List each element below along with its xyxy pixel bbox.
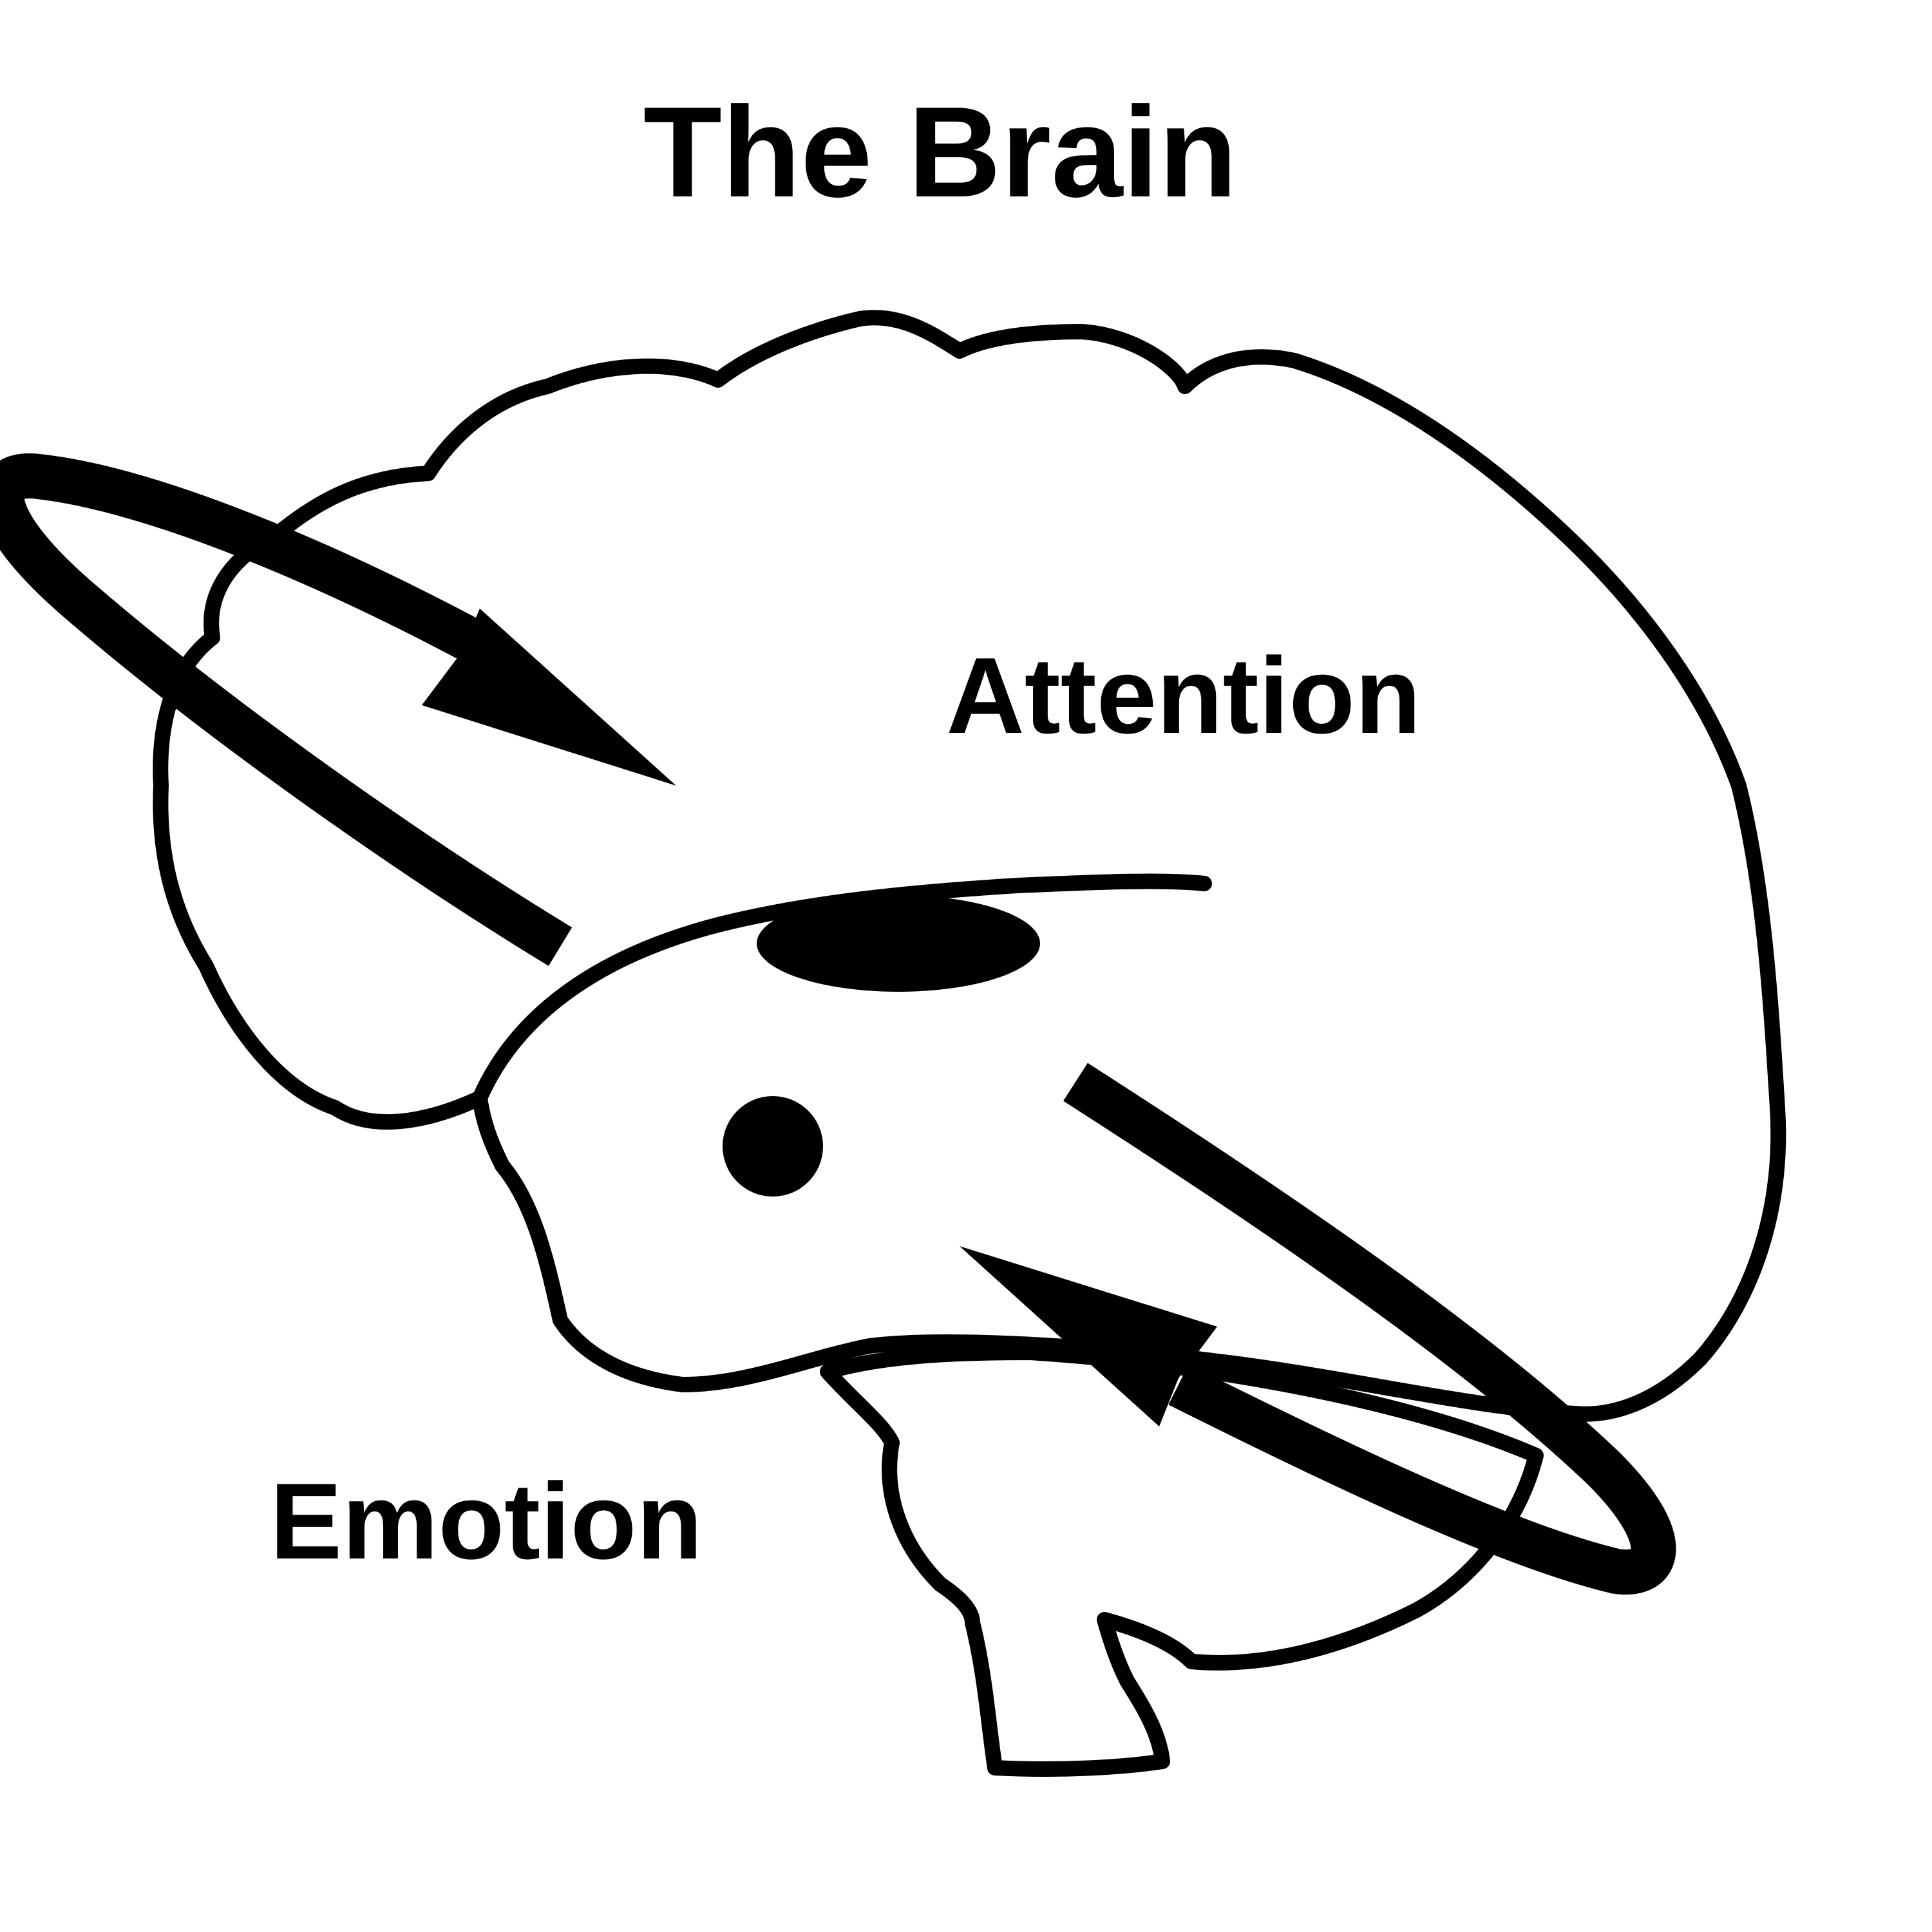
top-left-loop-arrow-shaft <box>0 453 573 966</box>
bottom-right-loop-arrow-shaft <box>1063 1063 1676 1595</box>
top-left-arrowhead <box>422 609 676 786</box>
cerebrum-outline <box>153 310 1786 1422</box>
thalamus <box>757 895 1040 992</box>
attention-label: Attention <box>946 635 1421 756</box>
diagram-title: The Brain <box>643 80 1237 224</box>
amygdala-dot <box>723 1096 823 1197</box>
emotion-label: Emotion <box>270 1461 703 1582</box>
brainstem-outline <box>820 1345 1544 1777</box>
bottom-right-arrowhead <box>960 1246 1217 1426</box>
